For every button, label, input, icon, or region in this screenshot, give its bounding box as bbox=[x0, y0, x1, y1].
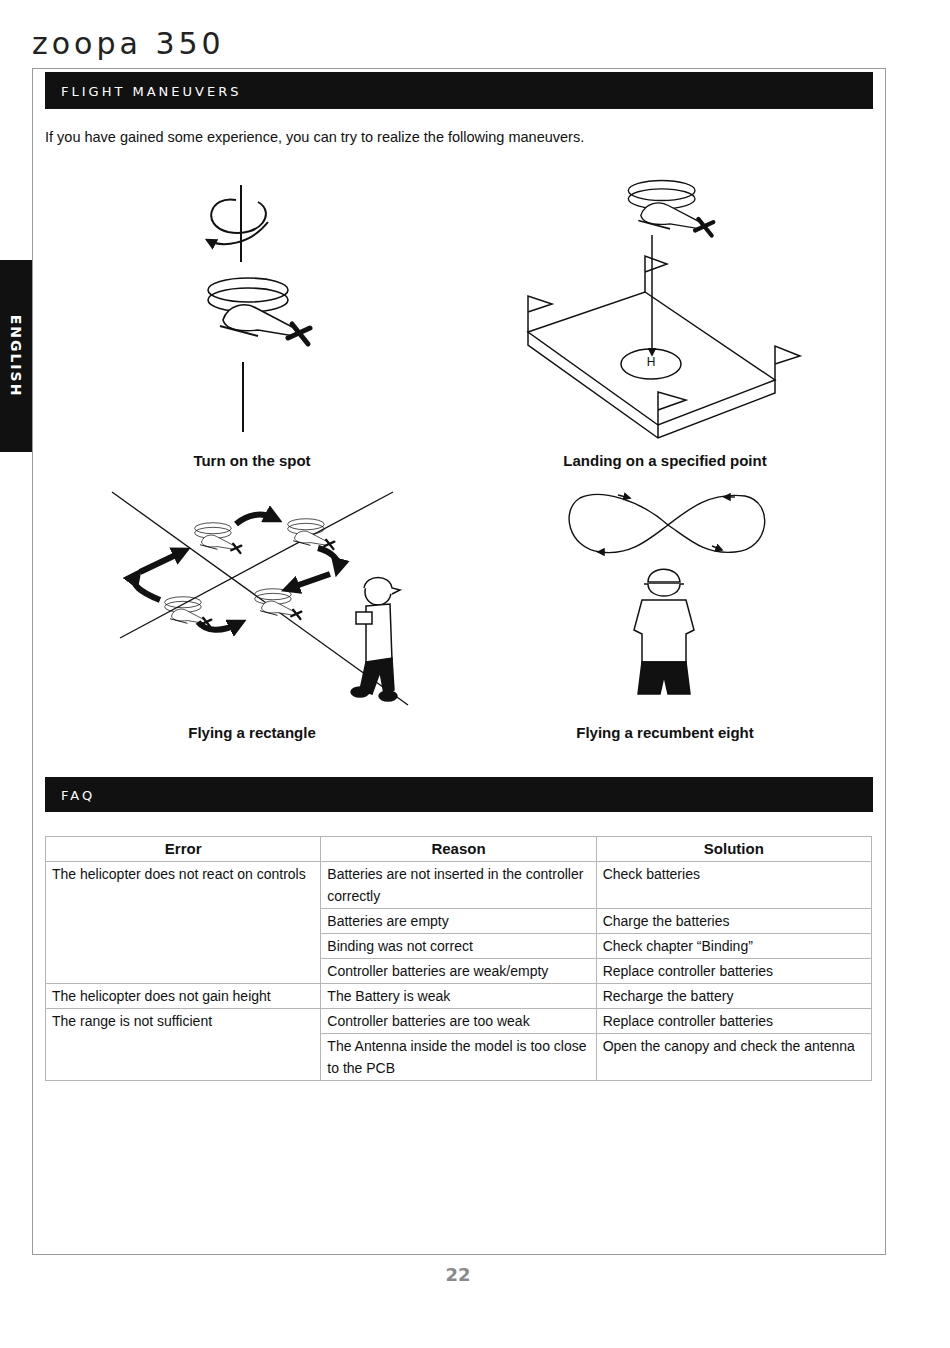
table-cell: Charge the batteries bbox=[596, 909, 871, 934]
table-cell: Batteries are not inserted in the contro… bbox=[321, 862, 596, 909]
landing-figure bbox=[528, 181, 800, 439]
table-row: The Antenna inside the model is too clos… bbox=[46, 1034, 872, 1081]
table-cell-text: Controller batteries are weak/empty bbox=[327, 963, 548, 979]
logo-title: zoopa 350 bbox=[32, 26, 225, 61]
table-cell-text: Check chapter “Binding” bbox=[603, 938, 753, 954]
table-cell: The Battery is weak bbox=[321, 984, 596, 1009]
table-cell: Error bbox=[46, 837, 321, 862]
table-row: Controller batteries are weak/empty Repla… bbox=[46, 959, 872, 984]
table-cell-text: Charge the batteries bbox=[603, 913, 730, 929]
table-cell: Controller batteries are too weak bbox=[321, 1009, 596, 1034]
faq-table: Error Reason SolutionThe helicopter does n… bbox=[45, 836, 872, 1081]
table-cell: The helicopter does not react on control… bbox=[46, 862, 321, 984]
table-cell-text: Replace controller batteries bbox=[603, 963, 773, 979]
table-cell-text: Batteries are not inserted in the contro… bbox=[327, 866, 583, 904]
table-cell: Check batteries bbox=[596, 862, 871, 909]
table-cell: Binding was not correct bbox=[321, 934, 596, 959]
table-row: Binding was not correct Check chapter “Bi… bbox=[46, 934, 872, 959]
helipad-letter: H bbox=[641, 355, 661, 369]
table-cell-text: Open the canopy and check the antenna bbox=[603, 1038, 855, 1054]
table-cell-text: Binding was not correct bbox=[327, 938, 473, 954]
table-cell-text: The Battery is weak bbox=[327, 988, 450, 1004]
column-header: Error bbox=[165, 840, 202, 857]
figure-caption: Flying a rectangle bbox=[132, 724, 372, 741]
band-text: ENGLISH bbox=[8, 315, 24, 398]
table-cell-text: Batteries are empty bbox=[327, 913, 448, 929]
table-cell: Batteries are empty bbox=[321, 909, 596, 934]
table-cell: Controller batteries are weak/empty bbox=[321, 959, 596, 984]
table-row: Batteries are empty Charge the batteries bbox=[46, 909, 872, 934]
table-cell-text: The helicopter does not react on control… bbox=[52, 866, 306, 882]
column-header: Reason bbox=[431, 840, 485, 857]
figure-caption: Turn on the spot bbox=[132, 452, 372, 469]
table-cell-text: The Antenna inside the model is too clos… bbox=[327, 1038, 586, 1076]
language-tab: ENGLISH bbox=[0, 260, 32, 452]
table-cell: Open the canopy and check the antenna bbox=[596, 1034, 871, 1081]
table-row: Error Reason Solution bbox=[46, 837, 872, 862]
column-header: Solution bbox=[704, 840, 764, 857]
rectangle-figure bbox=[112, 492, 408, 705]
table-cell: The helicopter does not gain height bbox=[46, 984, 321, 1009]
table-cell-text: Controller batteries are too weak bbox=[327, 1013, 529, 1029]
table-cell-text: The helicopter does not gain height bbox=[52, 988, 271, 1004]
table-row: The helicopter does not gain height The B… bbox=[46, 984, 872, 1009]
band-text: FLIGHT MANEUVERS bbox=[61, 83, 241, 98]
table-row: The range is not sufficient Controller ba… bbox=[46, 1009, 872, 1034]
page-frame bbox=[33, 69, 886, 1255]
turn-on-spot-figure bbox=[207, 185, 310, 432]
table-cell: Solution bbox=[596, 837, 871, 862]
table-cell: Reason bbox=[321, 837, 596, 862]
table-cell: Check chapter “Binding” bbox=[596, 934, 871, 959]
figure-caption: Landing on a specified point bbox=[515, 452, 815, 469]
figure-caption: Flying a recumbent eight bbox=[515, 724, 815, 741]
table-row: The helicopter does not react on control… bbox=[46, 862, 872, 909]
table-cell: Replace controller batteries bbox=[596, 959, 871, 984]
section-band: FAQ bbox=[45, 777, 873, 812]
table-cell-text: The range is not sufficient bbox=[52, 1013, 212, 1029]
page-number: 22 bbox=[428, 1264, 488, 1285]
table-cell: Replace controller batteries bbox=[596, 1009, 871, 1034]
section-band: FLIGHT MANEUVERS bbox=[45, 72, 873, 109]
table-cell-text: Recharge the battery bbox=[603, 988, 734, 1004]
table-cell-text: Replace controller batteries bbox=[603, 1013, 773, 1029]
intro-text: If you have gained some experience, you … bbox=[45, 129, 845, 145]
figure-eight bbox=[569, 494, 765, 694]
table-cell: The range is not sufficient bbox=[46, 1009, 321, 1081]
table-cell-text: Check batteries bbox=[603, 866, 700, 882]
table-cell: Recharge the battery bbox=[596, 984, 871, 1009]
table-cell: The Antenna inside the model is too clos… bbox=[321, 1034, 596, 1081]
band-text: FAQ bbox=[61, 787, 95, 802]
